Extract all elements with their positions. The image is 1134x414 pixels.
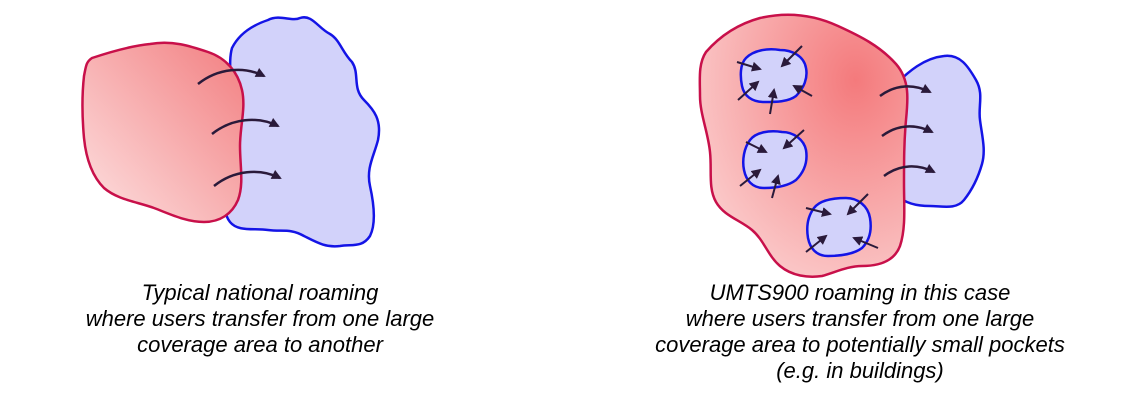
right-caption-line: UMTS900 roaming in this case (709, 280, 1011, 305)
right-caption-line: (e.g. in buildings) (776, 358, 944, 383)
handover-arrow (881, 123, 934, 138)
pocket-arrow (736, 61, 762, 72)
blue-coverage-area-left (222, 16, 381, 248)
pocket-arrow (745, 141, 768, 153)
pocket-arrow (780, 45, 803, 68)
left-caption-line: where users transfer from one large (85, 306, 435, 331)
pocket-arrow (805, 234, 828, 253)
right-caption-line: where users transfer from one large (685, 306, 1035, 331)
left-caption-line: Typical national roaming (141, 280, 379, 305)
handover-arrow (197, 67, 266, 85)
pocket-arrow (739, 168, 762, 187)
handover-arrow (211, 117, 280, 135)
left-caption-line: coverage area to another (137, 332, 383, 357)
pocket-arrow (846, 193, 869, 216)
building-pocket (739, 129, 808, 199)
left-diagram (81, 16, 381, 248)
building-pocket (736, 45, 813, 115)
pocket-arrow (767, 88, 778, 115)
pocket-arrow (805, 207, 832, 217)
left-caption: Typical national roaming where users tra… (20, 280, 500, 358)
right-caption: UMTS900 roaming in this case where users… (590, 280, 1130, 384)
handover-arrow (883, 163, 936, 178)
handover-arrow (213, 169, 282, 187)
right-diagram (698, 13, 985, 278)
red-coverage-area-left (81, 41, 245, 224)
pocket-arrow (852, 236, 879, 249)
pocket-arrow (737, 80, 760, 101)
pocket-arrow (771, 174, 781, 199)
pocket-arrow (792, 85, 813, 97)
pocket-arrow (782, 129, 805, 150)
handover-arrow (879, 83, 932, 98)
right-caption-line: coverage area to potentially small pocke… (655, 332, 1065, 357)
building-pocket (805, 193, 879, 258)
